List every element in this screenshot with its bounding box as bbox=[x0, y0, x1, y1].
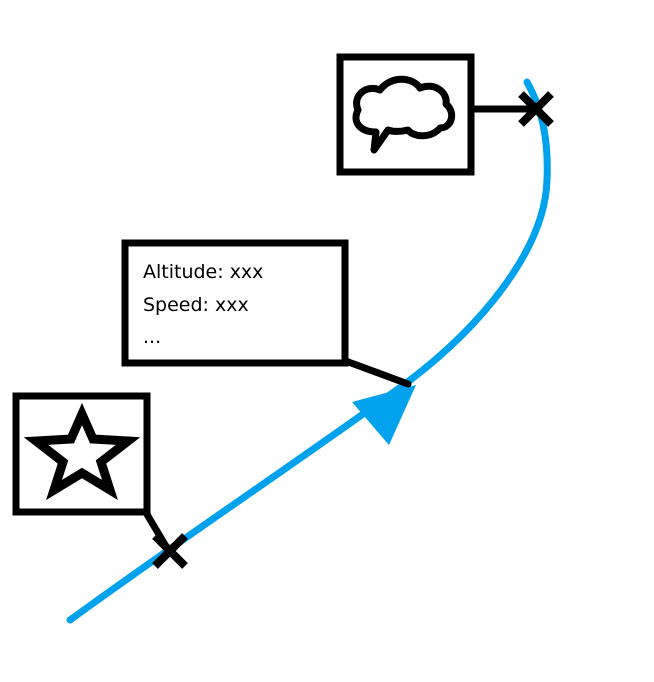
direction-arrowhead-icon bbox=[352, 385, 416, 445]
speech-cloud-icon bbox=[352, 75, 456, 154]
info-speed: Speed: xxx bbox=[143, 294, 249, 316]
cross-marker-icon bbox=[518, 91, 554, 127]
flight-track bbox=[66, 78, 551, 624]
star-icon bbox=[23, 402, 141, 501]
start-waypoint-box[interactable] bbox=[12, 392, 151, 516]
info-more: ... bbox=[143, 326, 162, 348]
info-box[interactable] bbox=[121, 239, 349, 367]
info-altitude: Altitude: xxx bbox=[143, 261, 264, 283]
cross-marker-icon bbox=[152, 533, 188, 569]
end-waypoint-box[interactable] bbox=[336, 53, 475, 176]
connector-info bbox=[339, 356, 412, 388]
